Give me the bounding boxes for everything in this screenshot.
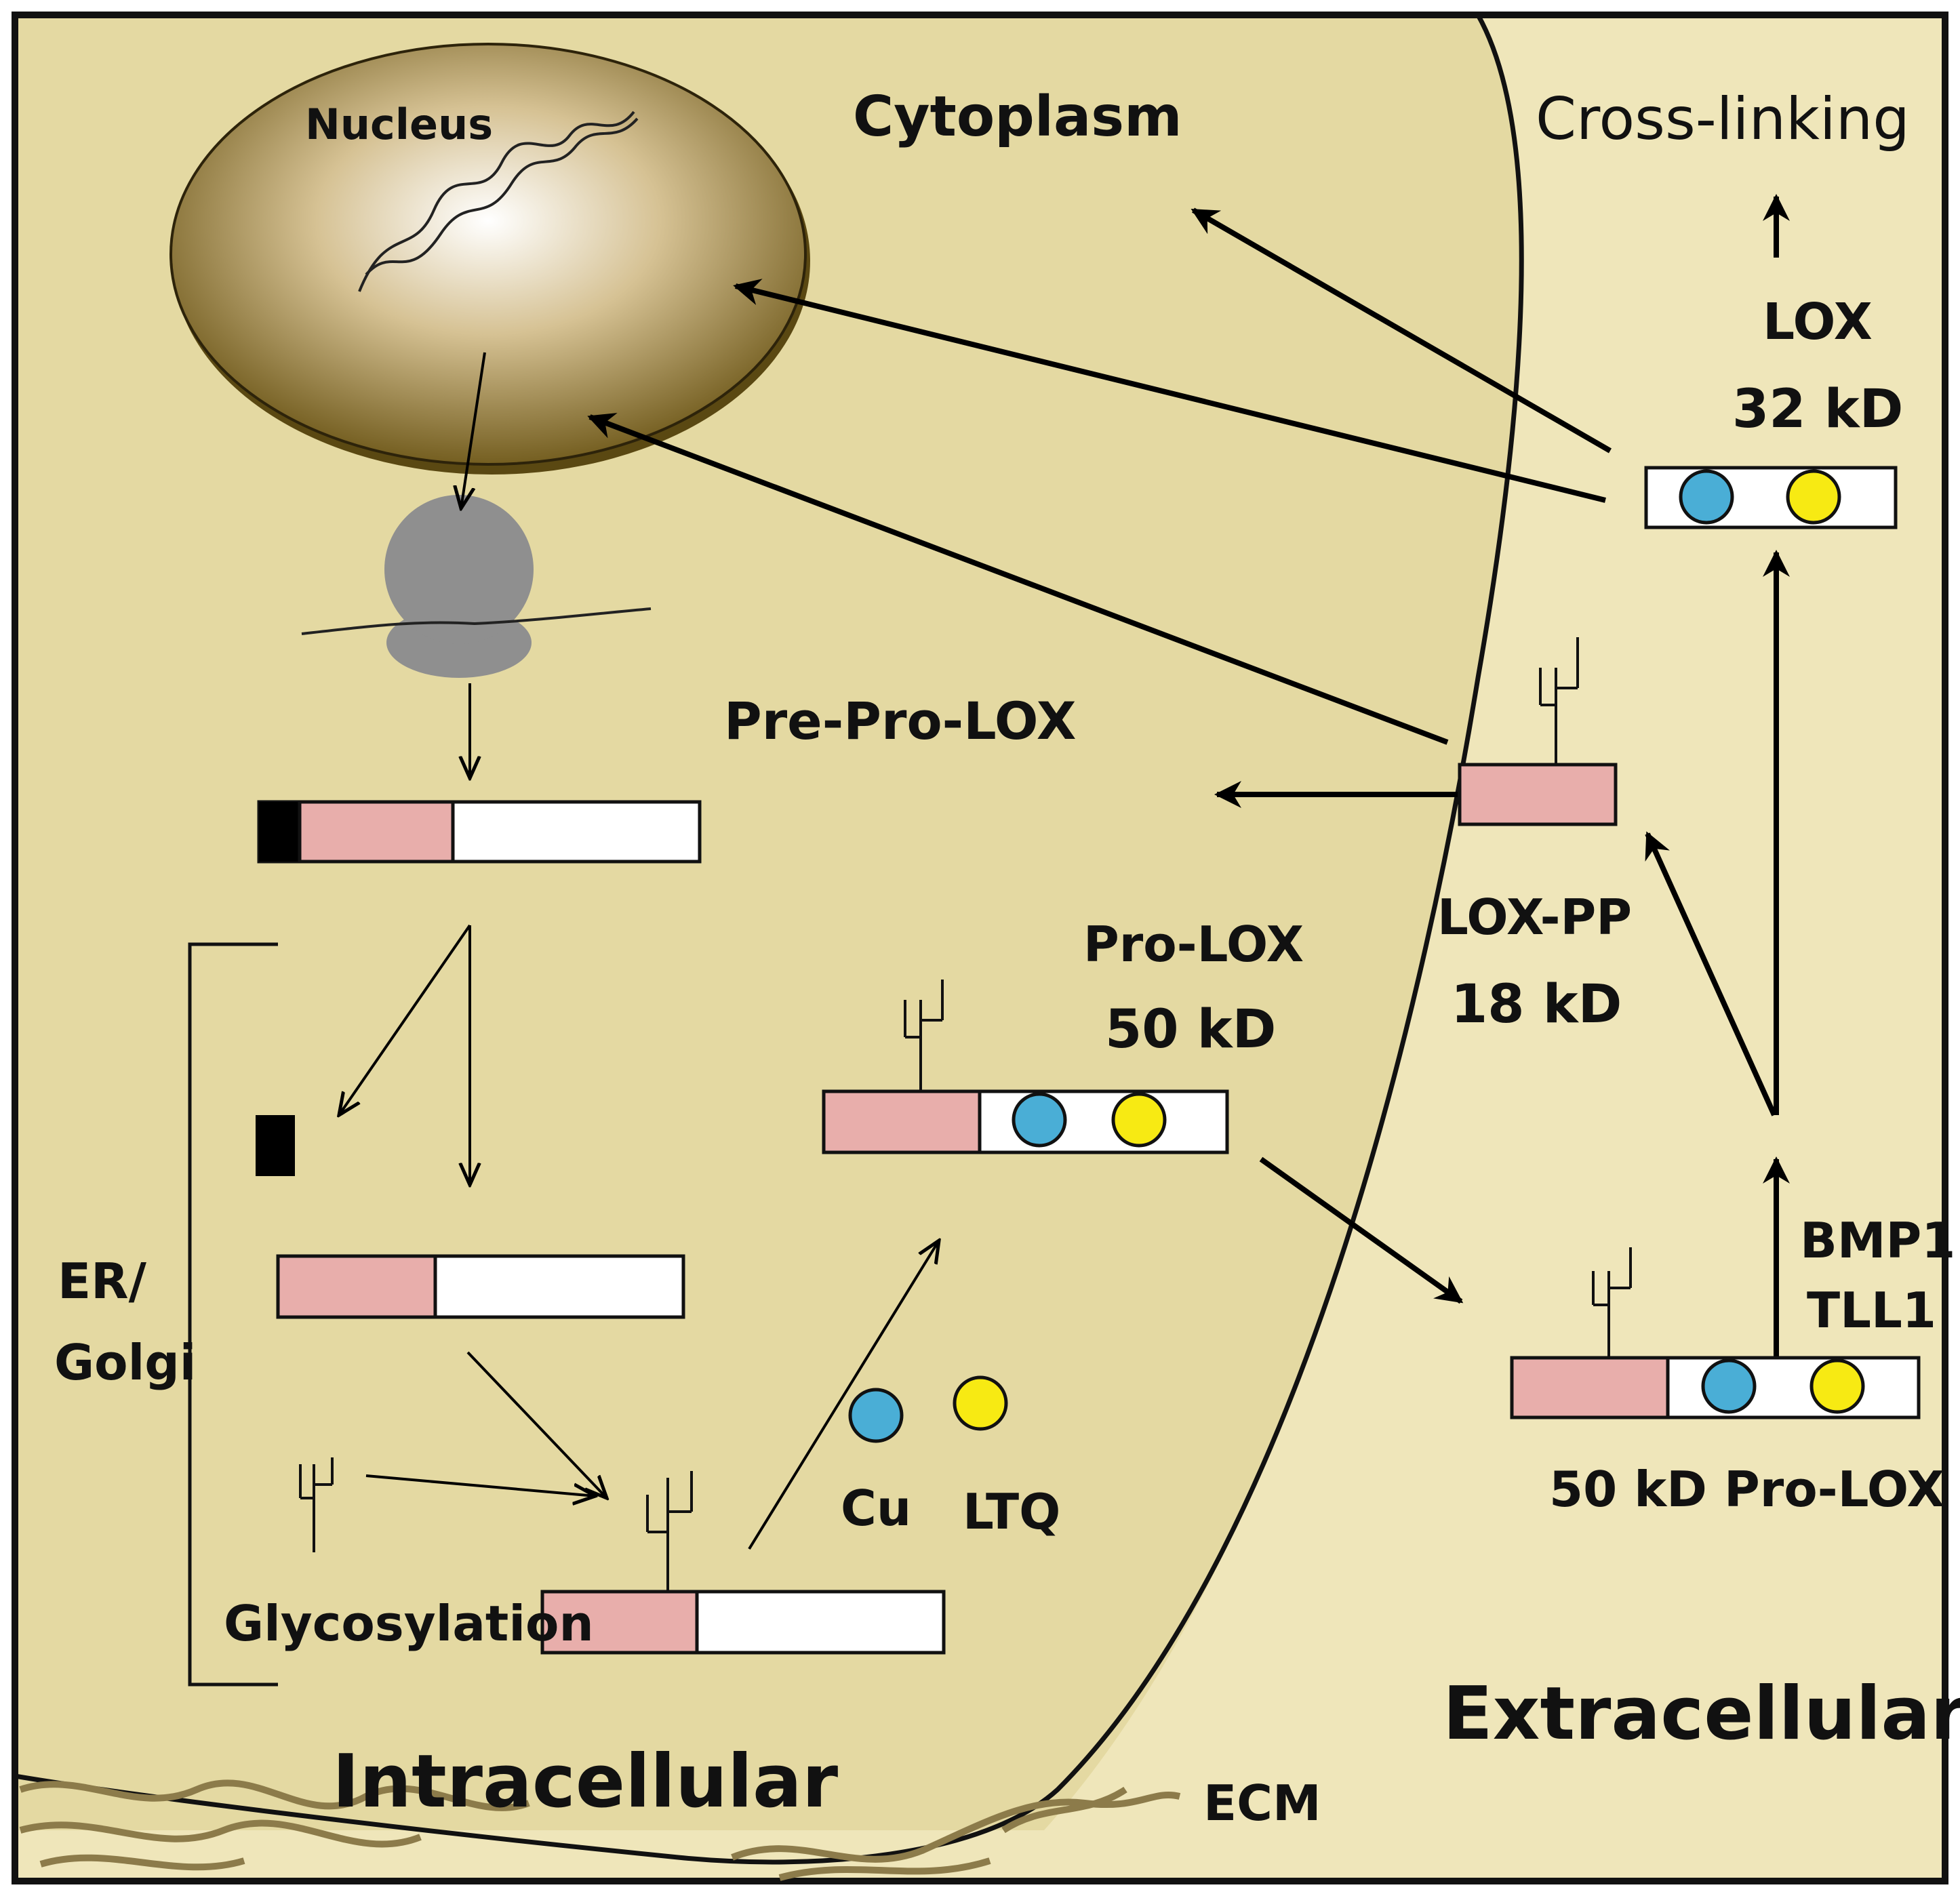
signal-peptide-segment (259, 802, 300, 862)
cytoplasm-label: Cytoplasm (853, 85, 1182, 149)
thin-arrows (339, 352, 939, 1550)
arrow-lox-to-nucleus (733, 279, 1606, 503)
cu-icon (1679, 469, 1734, 525)
pro-lox-name-label: Pro-LOX (1083, 916, 1304, 973)
ecm-label: ECM (1203, 1775, 1321, 1832)
arrow-glycan-join (365, 1474, 595, 1496)
ecm-fibers (19, 1779, 1181, 1881)
lox-mass-label: 32 kD (1732, 379, 1903, 440)
arrow-to-signal-peptide (339, 924, 471, 1115)
ribosome-large-subunit-icon (384, 495, 534, 644)
ltq-icon (1111, 1092, 1167, 1148)
intracellular-label: Intracellular (332, 1739, 838, 1824)
cell-body (15, 15, 1522, 1830)
arrow-lox-to-cytoplasm (1191, 207, 1612, 453)
mrna-strand (301, 607, 652, 635)
arrow-secretion (1259, 1156, 1464, 1304)
bmp1-label: BMP1 (1800, 1212, 1955, 1269)
lox-pp-name-label: LOX-PP (1437, 889, 1632, 946)
cu-icon (848, 1388, 904, 1443)
ltq-label: LTQ (963, 1483, 1060, 1540)
glycan-icon (299, 1457, 334, 1552)
nucleus (169, 43, 807, 466)
dna-helix-icon (358, 110, 639, 292)
pre-pro-lox-bar (257, 800, 702, 864)
lox-pp-mass-label: 18 kD (1451, 974, 1622, 1035)
arrow-nucleus-to-ribosome (461, 352, 486, 508)
glycosylated-pro-lox-bar (540, 1471, 946, 1655)
cu-label: Cu (841, 1480, 911, 1537)
pro-lox-er-bar (276, 1254, 685, 1319)
glycosylation-label: Glycosylation (224, 1595, 594, 1652)
lox-mature-bar (1644, 466, 1898, 529)
arrow-to-prolox-mature (748, 1241, 939, 1550)
extracellular-label: Extracellular (1443, 1672, 1960, 1756)
cu-icon (1701, 1358, 1757, 1414)
lox-name-label: LOX (1763, 293, 1873, 351)
nucleus-label: Nucleus (305, 100, 493, 149)
ltq-icon (1786, 469, 1841, 525)
er-golgi-bracket (188, 942, 278, 1687)
lox-pp-bar (1458, 637, 1618, 826)
pro-lox-mass-label: 50 kD (1105, 999, 1276, 1060)
golgi-label: Golgi (54, 1334, 196, 1391)
pro-lox-extracellular-label: 50 kD Pro-LOX (1549, 1461, 1944, 1518)
thick-arrows (587, 194, 1790, 1363)
ltq-icon (1809, 1358, 1865, 1414)
frame-border (12, 12, 1948, 1884)
cross-linking-label: Cross-linking (1536, 85, 1910, 153)
cu-icon (1012, 1092, 1067, 1148)
pre-pro-lox-label: Pre-Pro-LOX (724, 691, 1076, 751)
arrow-to-loxpp (1645, 831, 1777, 1116)
pro-lox-mature-bar (822, 980, 1229, 1154)
pro-lox-extracellular-bar (1510, 1247, 1921, 1419)
arrow-loxpp-to-nucleus (587, 413, 1449, 745)
cleaved-signal-peptide (256, 1115, 295, 1176)
arrow-to-glycosylated (466, 1351, 607, 1498)
tll1-label: TLL1 (1807, 1282, 1936, 1339)
propeptide-segment (298, 800, 455, 864)
ltq-icon (953, 1375, 1008, 1431)
er-label: ER/ (58, 1253, 147, 1310)
cell-membrane (14, 14, 1524, 1865)
